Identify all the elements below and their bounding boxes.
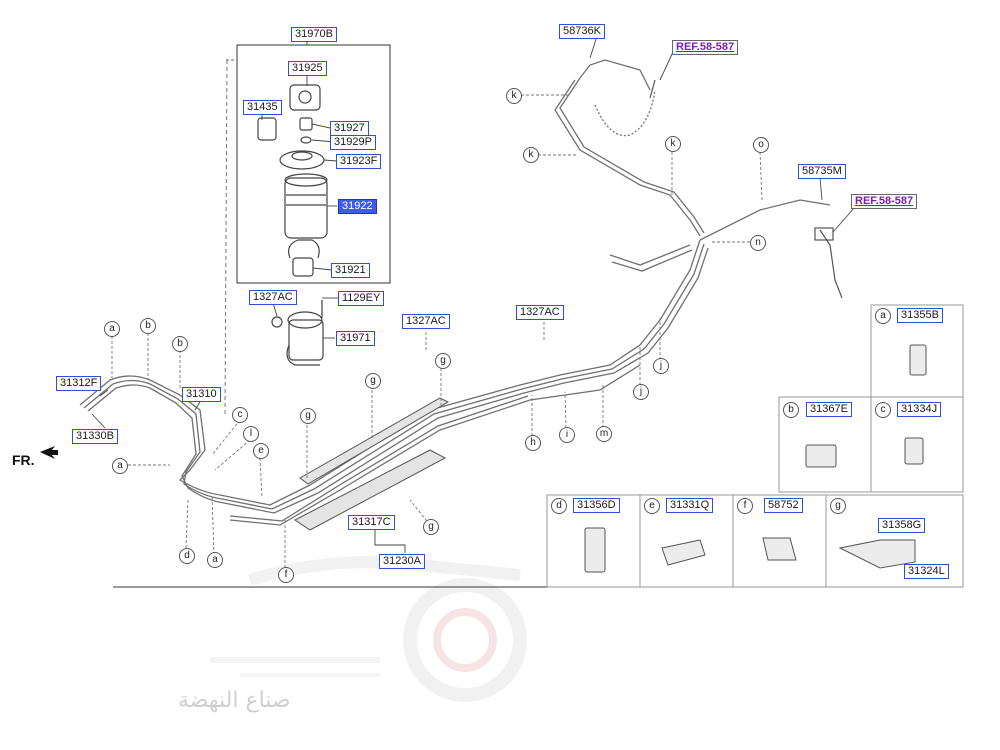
panel-a-letter: a	[875, 308, 891, 324]
callout-f[interactable]: f	[278, 567, 294, 583]
callout-i[interactable]: i	[559, 427, 575, 443]
filter-housing-drawing	[257, 84, 328, 277]
callout-k[interactable]: k	[665, 136, 681, 152]
callout-o[interactable]: o	[753, 137, 769, 153]
front-arrow	[40, 446, 58, 459]
panel-d-part[interactable]: 31356D	[573, 498, 620, 513]
part-label-1327ac-mid[interactable]: 1327AC	[402, 314, 450, 329]
part-label-31435[interactable]: 31435	[243, 100, 282, 115]
panel-c-part[interactable]: 31334J	[897, 402, 942, 417]
leader-lines	[111, 94, 763, 568]
filter-assembly-box	[236, 44, 391, 284]
part-label-31971[interactable]: 31971	[336, 331, 375, 346]
panel-c-letter: c	[875, 402, 891, 418]
panel-g-extra-part[interactable]: 31324L	[904, 564, 949, 579]
panel-f-part[interactable]: 58752	[764, 498, 803, 513]
callout-j[interactable]: j	[653, 358, 669, 374]
part-label-31925[interactable]: 31925	[288, 61, 327, 76]
panel-b-letter: b	[783, 402, 799, 418]
callout-h[interactable]: h	[525, 435, 541, 451]
detail-panel-grid	[546, 304, 964, 588]
clamp-plates	[294, 397, 450, 531]
callout-d[interactable]: d	[179, 548, 195, 564]
callout-a[interactable]: a	[112, 458, 128, 474]
part-label-31923f[interactable]: 31923F	[336, 154, 382, 169]
part-label-31312f[interactable]: 31312F	[56, 376, 102, 391]
panel-g-letter: g	[830, 498, 846, 514]
part-label-31929p[interactable]: 31929P	[330, 135, 376, 150]
callout-g[interactable]: g	[300, 408, 316, 424]
callout-e[interactable]: e	[253, 443, 269, 459]
callout-l[interactable]: l	[243, 426, 259, 442]
callout-a[interactable]: a	[207, 552, 223, 568]
part-label-1327ac-top[interactable]: 1327AC	[249, 290, 297, 305]
callout-j[interactable]: j	[633, 384, 649, 400]
panel-a-part[interactable]: 31355B	[897, 308, 943, 323]
panel-g-part[interactable]: 31358G	[878, 518, 926, 533]
panel-b-part[interactable]: 31367E	[806, 402, 852, 417]
part-label-31310[interactable]: 31310	[182, 387, 221, 402]
front-direction-label: FR.	[12, 452, 35, 468]
part-label-31927[interactable]: 31927	[330, 121, 369, 136]
callout-a[interactable]: a	[104, 321, 120, 337]
part-label-31921[interactable]: 31921	[331, 263, 370, 278]
fuel-line-bundle	[79, 59, 831, 526]
part-label-31970b[interactable]: 31970B	[291, 27, 337, 42]
part-label-58735m[interactable]: 58735M	[798, 164, 846, 179]
reference-link-1[interactable]: REF.58-587	[672, 40, 739, 55]
callout-c[interactable]: c	[232, 407, 248, 423]
detail-clip-drawings	[584, 344, 927, 573]
label-leaders	[91, 35, 856, 553]
sensor-drawing	[649, 79, 843, 299]
callout-b[interactable]: b	[172, 336, 188, 352]
callout-k[interactable]: k	[506, 88, 522, 104]
watermark-text: صناع النهضة	[178, 688, 291, 713]
part-label-31922[interactable]: 31922	[338, 199, 377, 214]
part-label-31330b[interactable]: 31330B	[72, 429, 118, 444]
watermark-logo	[210, 556, 527, 702]
callout-m[interactable]: m	[596, 426, 612, 442]
part-label-31230a[interactable]: 31230A	[379, 554, 425, 569]
panel-d-letter: d	[551, 498, 567, 514]
panel-f-letter: f	[737, 498, 753, 514]
callout-n[interactable]: n	[750, 235, 766, 251]
callout-g[interactable]: g	[435, 353, 451, 369]
panel-e-part[interactable]: 31331Q	[666, 498, 714, 513]
part-label-58736k[interactable]: 58736K	[559, 24, 605, 39]
part-label-31317c[interactable]: 31317C	[348, 515, 395, 530]
part-label-1129ey[interactable]: 1129EY	[338, 291, 385, 306]
callout-g[interactable]: g	[365, 373, 381, 389]
reference-link-2[interactable]: REF.58-587	[851, 194, 918, 209]
callout-k[interactable]: k	[523, 147, 539, 163]
panel-e-letter: e	[644, 498, 660, 514]
bracket-drawing	[271, 300, 324, 366]
part-label-1327ac-right[interactable]: 1327AC	[516, 305, 564, 320]
callout-b[interactable]: b	[140, 318, 156, 334]
callout-g[interactable]: g	[423, 519, 439, 535]
